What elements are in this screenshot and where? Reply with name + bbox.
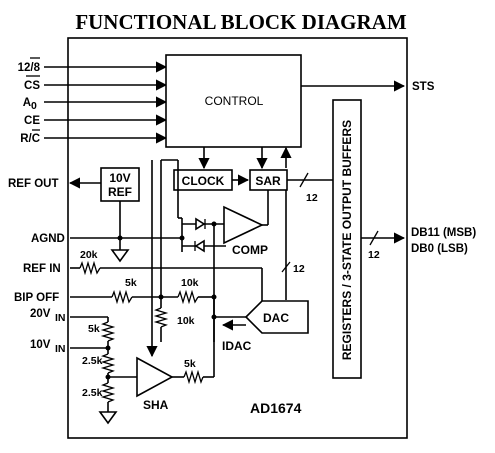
pin-r-c: R/C <box>20 133 40 145</box>
pin-10v-in: 10V <box>30 339 51 351</box>
ref-label-2: REF <box>108 185 132 199</box>
pin-sts: STS <box>412 81 435 93</box>
pin-ref-in: REF IN <box>23 263 61 275</box>
reference-block <box>100 167 140 202</box>
res-20k: 20k <box>80 249 98 261</box>
pin-db11: DB11 (MSB) <box>411 227 476 239</box>
pin-ce: CE <box>24 115 40 127</box>
res-5k-bip: 5k <box>125 277 137 289</box>
dac-bus-width: 12 <box>293 263 305 275</box>
pin-a0-subscript: 0 <box>31 100 37 112</box>
part-number: AD1674 <box>250 400 302 416</box>
diagram-title: FUNCTIONAL BLOCK DIAGRAM <box>75 10 407 34</box>
control-inputs <box>44 61 168 144</box>
chip-outline <box>67 37 408 439</box>
dac-block <box>244 300 309 334</box>
sar-label: SAR <box>255 174 281 188</box>
res-10k-bip: 10k <box>181 277 199 289</box>
sha-label: SHA <box>143 398 169 412</box>
res-5k-sha: 5k <box>184 358 196 370</box>
output-buffers-label: REGISTERS / 3-STATE OUTPUT BUFFERS <box>340 120 354 360</box>
out-bus-width: 12 <box>368 249 380 261</box>
pin-db0: DB0 (LSB) <box>411 243 468 255</box>
dac-label: DAC <box>263 311 289 325</box>
control-block <box>165 54 302 148</box>
res-5k-div: 5k <box>88 323 100 335</box>
comparator <box>223 205 264 245</box>
pin-a0: A <box>23 97 31 109</box>
control-label: CONTROL <box>205 94 264 108</box>
pin-20v-in: 20V <box>30 308 51 320</box>
sha-amplifier <box>136 356 174 398</box>
pin-20v-in-sub: IN <box>55 312 66 324</box>
sar-bus-width: 12 <box>306 192 318 204</box>
res-2-5k-b: 2.5k <box>82 387 103 399</box>
comp-label: COMP <box>232 243 268 257</box>
ref-label-1: 10V <box>109 171 130 185</box>
pin-bip-off: BIP OFF <box>14 292 59 304</box>
res-2-5k-a: 2.5k <box>82 355 103 367</box>
pin-agnd: AGND <box>31 233 65 245</box>
idac-label: IDAC <box>222 339 252 353</box>
pin-10v-in-sub: IN <box>55 343 66 355</box>
pin-ref-out: REF OUT <box>8 178 58 190</box>
clock-label: CLOCK <box>182 174 225 188</box>
pin-cs: CS <box>24 80 40 92</box>
pin-12-8: 12/8 <box>18 62 41 74</box>
output-buffers-block <box>332 99 362 379</box>
res-10k-vert: 10k <box>177 315 195 327</box>
